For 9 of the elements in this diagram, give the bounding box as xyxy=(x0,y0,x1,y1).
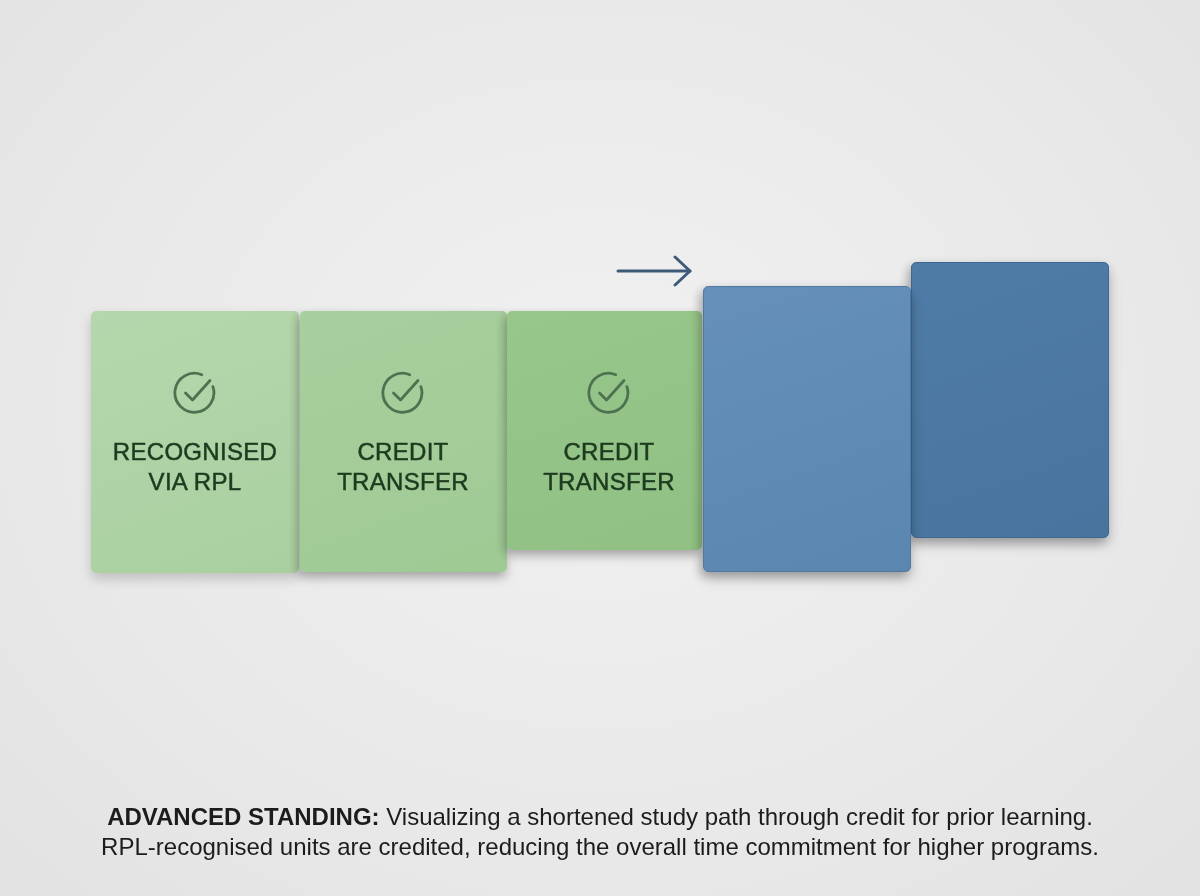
card-label: CREDIT TRANSFER xyxy=(336,437,470,497)
card-label: CREDIT TRANSFER xyxy=(542,437,676,497)
unit-card xyxy=(91,311,299,573)
caption: ADVANCED STANDING: Visualizing a shortened study path through credit for prior learning. RPL-recognised units are credited, reducing the overall time commitment for higher programs. xyxy=(100,802,1100,862)
unit-card xyxy=(300,311,507,572)
card-label: RECOGNISED VIA RPL xyxy=(111,437,279,497)
empty-card xyxy=(911,262,1109,538)
empty-card xyxy=(703,286,911,572)
unit-card xyxy=(507,311,702,550)
